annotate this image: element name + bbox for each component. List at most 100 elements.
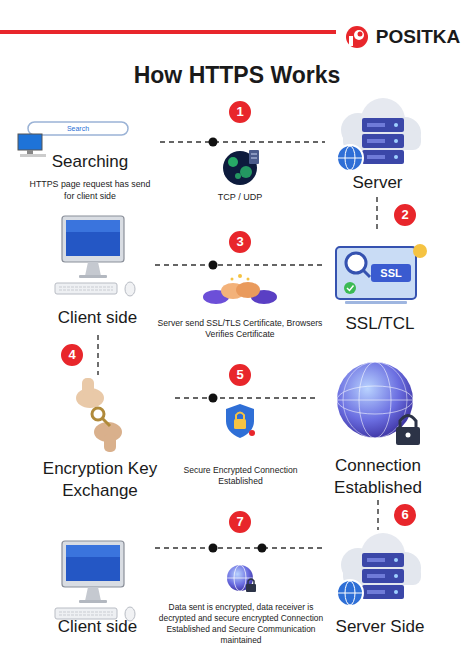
server-illustration xyxy=(337,98,421,171)
callout-circle xyxy=(228,363,252,387)
callout-circle xyxy=(228,100,252,124)
shield-lock-icon xyxy=(249,430,255,436)
line-dot xyxy=(258,544,267,553)
brand-name: POSITKA xyxy=(370,26,466,48)
encrypted-globe-icon xyxy=(227,565,256,592)
header-rule xyxy=(0,30,336,34)
network-globe-icon xyxy=(223,150,259,185)
search-illustration xyxy=(28,122,128,135)
dashed-connector xyxy=(160,141,325,142)
shield-lock-icon xyxy=(236,413,244,420)
line-dot xyxy=(209,261,218,270)
handshake-illustration xyxy=(236,282,260,298)
computer-illustration xyxy=(55,216,135,296)
step-node: Server Side xyxy=(325,530,435,640)
search-illustration xyxy=(27,150,33,154)
callout-circle xyxy=(393,503,417,527)
logo-icon xyxy=(346,26,368,48)
server-illustration xyxy=(337,533,421,606)
encrypted-globe-icon xyxy=(227,578,253,579)
connection-globe-illustration xyxy=(337,362,413,438)
callout-number: 4 xyxy=(60,347,84,363)
edge-label: Server send SSL/TLS Certificate, Browser… xyxy=(150,318,330,340)
handshake-illustration xyxy=(238,274,242,278)
badge-text: SSL xyxy=(371,266,411,280)
step-title: Client side xyxy=(40,617,155,637)
ssl-illustration xyxy=(363,270,370,277)
edge-label: TCP / UDP xyxy=(185,192,295,203)
key-exchange-illustration xyxy=(104,434,116,452)
ssl-illustration xyxy=(347,286,354,291)
header-rule xyxy=(0,30,336,34)
logo-icon xyxy=(354,30,364,40)
step-title: Encryption Key Exchange xyxy=(25,458,175,502)
search-illustration xyxy=(20,154,46,157)
shield-lock-icon xyxy=(226,404,254,438)
line-dot xyxy=(209,138,218,147)
step-node: Server xyxy=(325,100,430,197)
step-node: SSL/TCL xyxy=(325,232,435,335)
callout-number: 2 xyxy=(393,207,417,223)
callout-circle xyxy=(393,203,417,227)
logo-icon xyxy=(346,26,368,48)
ssl-illustration xyxy=(371,264,411,282)
edge-label: Data sent is encrypted, data receiver is… xyxy=(152,602,330,646)
ssl-illustration xyxy=(413,244,427,258)
step-title: Server Side xyxy=(325,617,435,637)
connection-globe-illustration xyxy=(337,362,420,445)
callout-number: 6 xyxy=(393,507,417,523)
network-globe-icon xyxy=(251,154,257,155)
handshake-illustration xyxy=(203,274,277,304)
connection-globe-illustration xyxy=(337,386,413,414)
connection-globe-illustration xyxy=(396,427,420,445)
dashed-connector xyxy=(155,547,325,548)
step-title: Searching xyxy=(20,152,160,172)
step-title: Connection Established xyxy=(318,455,438,499)
ssl-illustration xyxy=(344,282,356,294)
step-node: Encryption Key Exchange xyxy=(25,375,175,500)
handshake-illustration xyxy=(247,278,250,281)
step-title: Client side xyxy=(40,308,155,328)
encrypted-globe-icon xyxy=(246,584,256,592)
search-illustration xyxy=(18,134,42,150)
ssl-illustration xyxy=(345,301,407,304)
encrypted-globe-icon xyxy=(248,579,254,584)
search-illustration xyxy=(18,122,128,157)
logo-icon xyxy=(349,36,353,46)
server-illustration xyxy=(337,533,421,606)
computer-illustration xyxy=(55,541,135,621)
network-globe-icon xyxy=(251,158,257,159)
ssl-illustration xyxy=(336,247,416,299)
page-title: How HTTPS Works xyxy=(0,62,474,89)
connection-globe-illustration xyxy=(400,416,416,429)
edge-label: Secure Encrypted Connection Established xyxy=(168,465,313,487)
connection-globe-illustration xyxy=(406,433,411,438)
key-exchange-illustration xyxy=(102,418,110,426)
dashed-connector xyxy=(377,500,378,530)
callout-circle xyxy=(228,510,252,534)
line-dot xyxy=(209,544,218,553)
callout-number: 5 xyxy=(228,367,252,383)
callout-number: 3 xyxy=(228,234,252,250)
dashed-connector xyxy=(155,264,325,265)
dashed-connector xyxy=(97,335,98,375)
shield-lock-icon xyxy=(234,419,246,429)
network-globe-icon xyxy=(235,173,241,179)
ssl-illustration xyxy=(336,244,427,304)
network-globe-icon xyxy=(240,166,252,178)
callout-number: 1 xyxy=(228,104,252,120)
step-node: SearchingHTTPS page request has send for… xyxy=(20,112,160,212)
logo-icon xyxy=(358,32,363,37)
network-globe-icon xyxy=(249,150,259,164)
network-globe-icon xyxy=(228,157,238,167)
callout-circle xyxy=(228,230,252,254)
dashed-connector xyxy=(376,197,377,232)
step-title: SSL/TCL xyxy=(325,314,435,334)
step-description: HTTPS page request has send for client s… xyxy=(20,178,160,202)
step-node: Client side xyxy=(40,530,155,640)
step-title: Server xyxy=(325,173,430,193)
shield-lock-icon xyxy=(226,404,255,438)
line-dot xyxy=(209,394,218,403)
key-exchange-illustration xyxy=(82,378,94,396)
